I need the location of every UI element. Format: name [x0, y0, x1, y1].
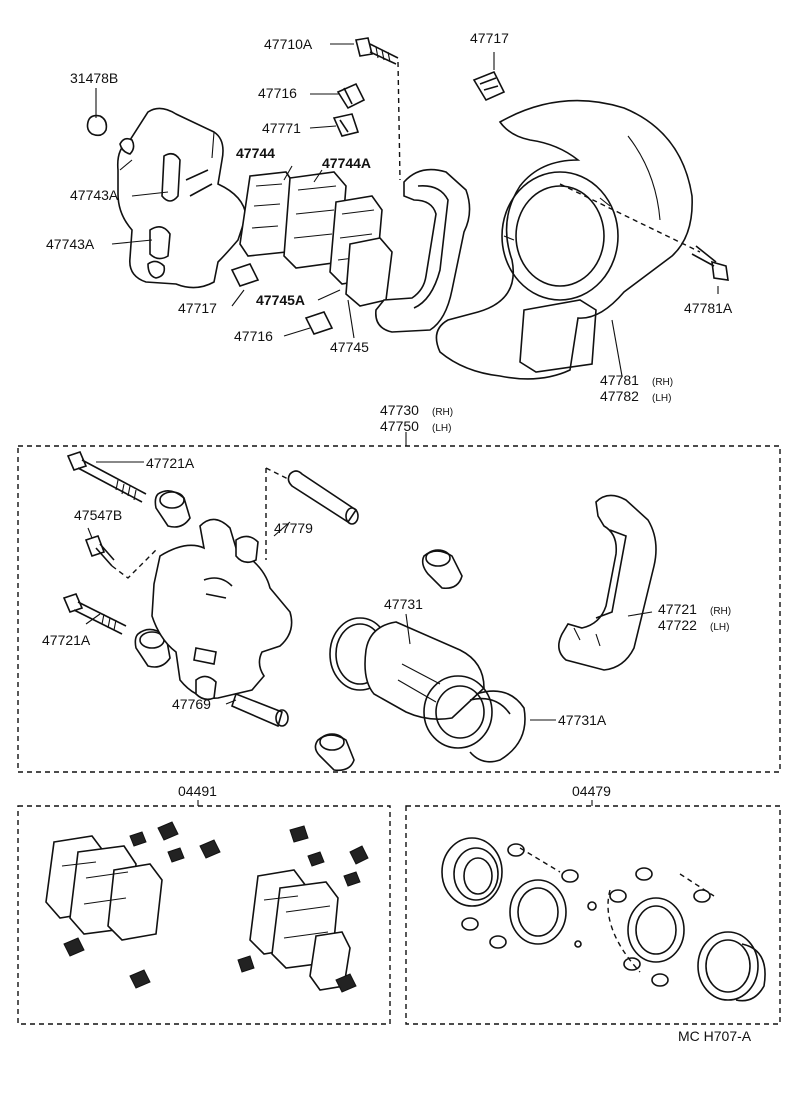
pin-47769 — [231, 692, 289, 728]
label-47750-lh: (LH) — [432, 423, 451, 434]
bolt-47710A — [355, 37, 401, 181]
label-47781: 47781 — [600, 372, 639, 388]
label-47722: 47722 — [658, 617, 697, 633]
pad-47745 — [345, 237, 393, 307]
label-47721A-1: 47721A — [146, 455, 195, 471]
label-47717-mid: 47717 — [178, 300, 217, 316]
label-47771: 47771 — [262, 120, 301, 136]
clip-47771 — [332, 113, 360, 137]
label-47731: 47731 — [384, 596, 423, 612]
label-47730-rh: (RH) — [432, 407, 453, 418]
label-47710A: 47710A — [264, 36, 313, 52]
drawing-code: MC H707-A — [678, 1028, 752, 1044]
boot-mid — [421, 549, 463, 590]
label-47731A: 47731A — [558, 712, 607, 728]
clip-47716-top — [336, 82, 366, 110]
label-47721A-2: 47721A — [42, 632, 91, 648]
label-47716-top: 47716 — [258, 85, 297, 101]
caliper-assy-box — [17, 445, 781, 773]
label-47782: 47782 — [600, 388, 639, 404]
mounting-bracket-47721 — [558, 494, 657, 671]
label-47743A-2: 47743A — [46, 236, 95, 252]
label-47782-lh: (LH) — [652, 393, 671, 404]
kit-seal-right — [697, 931, 766, 1002]
pad-kit-box — [17, 805, 391, 1025]
label-31478B: 31478B — [70, 70, 118, 86]
caliper-assy-parts — [62, 451, 657, 772]
label-47781-rh: (RH) — [652, 377, 673, 388]
leader-lines-top — [95, 43, 719, 446]
seal-kit-box — [405, 805, 781, 1025]
seal-kit-parts — [441, 837, 766, 1002]
clip-47717-top — [472, 70, 506, 102]
cap-31478B — [86, 114, 108, 137]
label-47547B: 47547B — [74, 507, 122, 523]
bolt-47721A-lower — [62, 593, 127, 635]
retaining-ring-47731A — [469, 690, 526, 763]
label-04479: 04479 — [572, 783, 611, 799]
pad-47744A — [283, 171, 347, 269]
bushing-lower — [134, 628, 171, 668]
kit-seal-left — [441, 837, 503, 907]
leader-lines-middle — [85, 461, 653, 721]
label-47750: 47750 — [380, 418, 419, 434]
clip-47716-mid — [304, 311, 334, 335]
bushing-top — [154, 490, 191, 528]
label-47745: 47745 — [330, 339, 369, 355]
label-47744A: 47744A — [322, 155, 371, 171]
label-47721-rh: (RH) — [710, 606, 731, 617]
label-47743A-1: 47743A — [70, 187, 119, 203]
piston-47731 — [364, 621, 493, 749]
boot-bottom — [314, 733, 355, 772]
label-47730: 47730 — [380, 402, 419, 418]
label-47721: 47721 — [658, 601, 697, 617]
kit-ring-left — [509, 879, 567, 945]
label-47745A: 47745A — [256, 292, 305, 308]
dust-cover-47781 — [435, 99, 693, 380]
label-47769: 47769 — [172, 696, 211, 712]
label-04491: 04491 — [178, 783, 217, 799]
top-assembly — [86, 37, 729, 380]
bleeder-dashed-line — [111, 547, 159, 579]
label-47779: 47779 — [274, 520, 313, 536]
pad-kit-parts — [45, 821, 369, 993]
caliper-mounting-bracket — [375, 168, 471, 333]
label-47717-top: 47717 — [470, 30, 509, 46]
labels: 47710A 47717 31478B 47716 47771 47744 47… — [42, 30, 752, 1044]
label-47781A: 47781A — [684, 300, 733, 316]
label-47722-lh: (LH) — [710, 622, 729, 633]
label-47744: 47744 — [236, 145, 275, 161]
caliper-cylinder — [151, 518, 293, 701]
kit-pad-3 — [107, 863, 163, 941]
clip-47717-mid — [230, 263, 260, 287]
bolt-47781A — [559, 183, 729, 281]
bleeder-47547B — [84, 534, 115, 567]
kit-ring-right — [627, 897, 685, 963]
label-47716-mid: 47716 — [234, 328, 273, 344]
pin-47779 — [265, 467, 359, 560]
caliper-body — [116, 107, 247, 289]
kit-clips — [63, 821, 369, 993]
bolt-47721A-top — [66, 451, 147, 503]
